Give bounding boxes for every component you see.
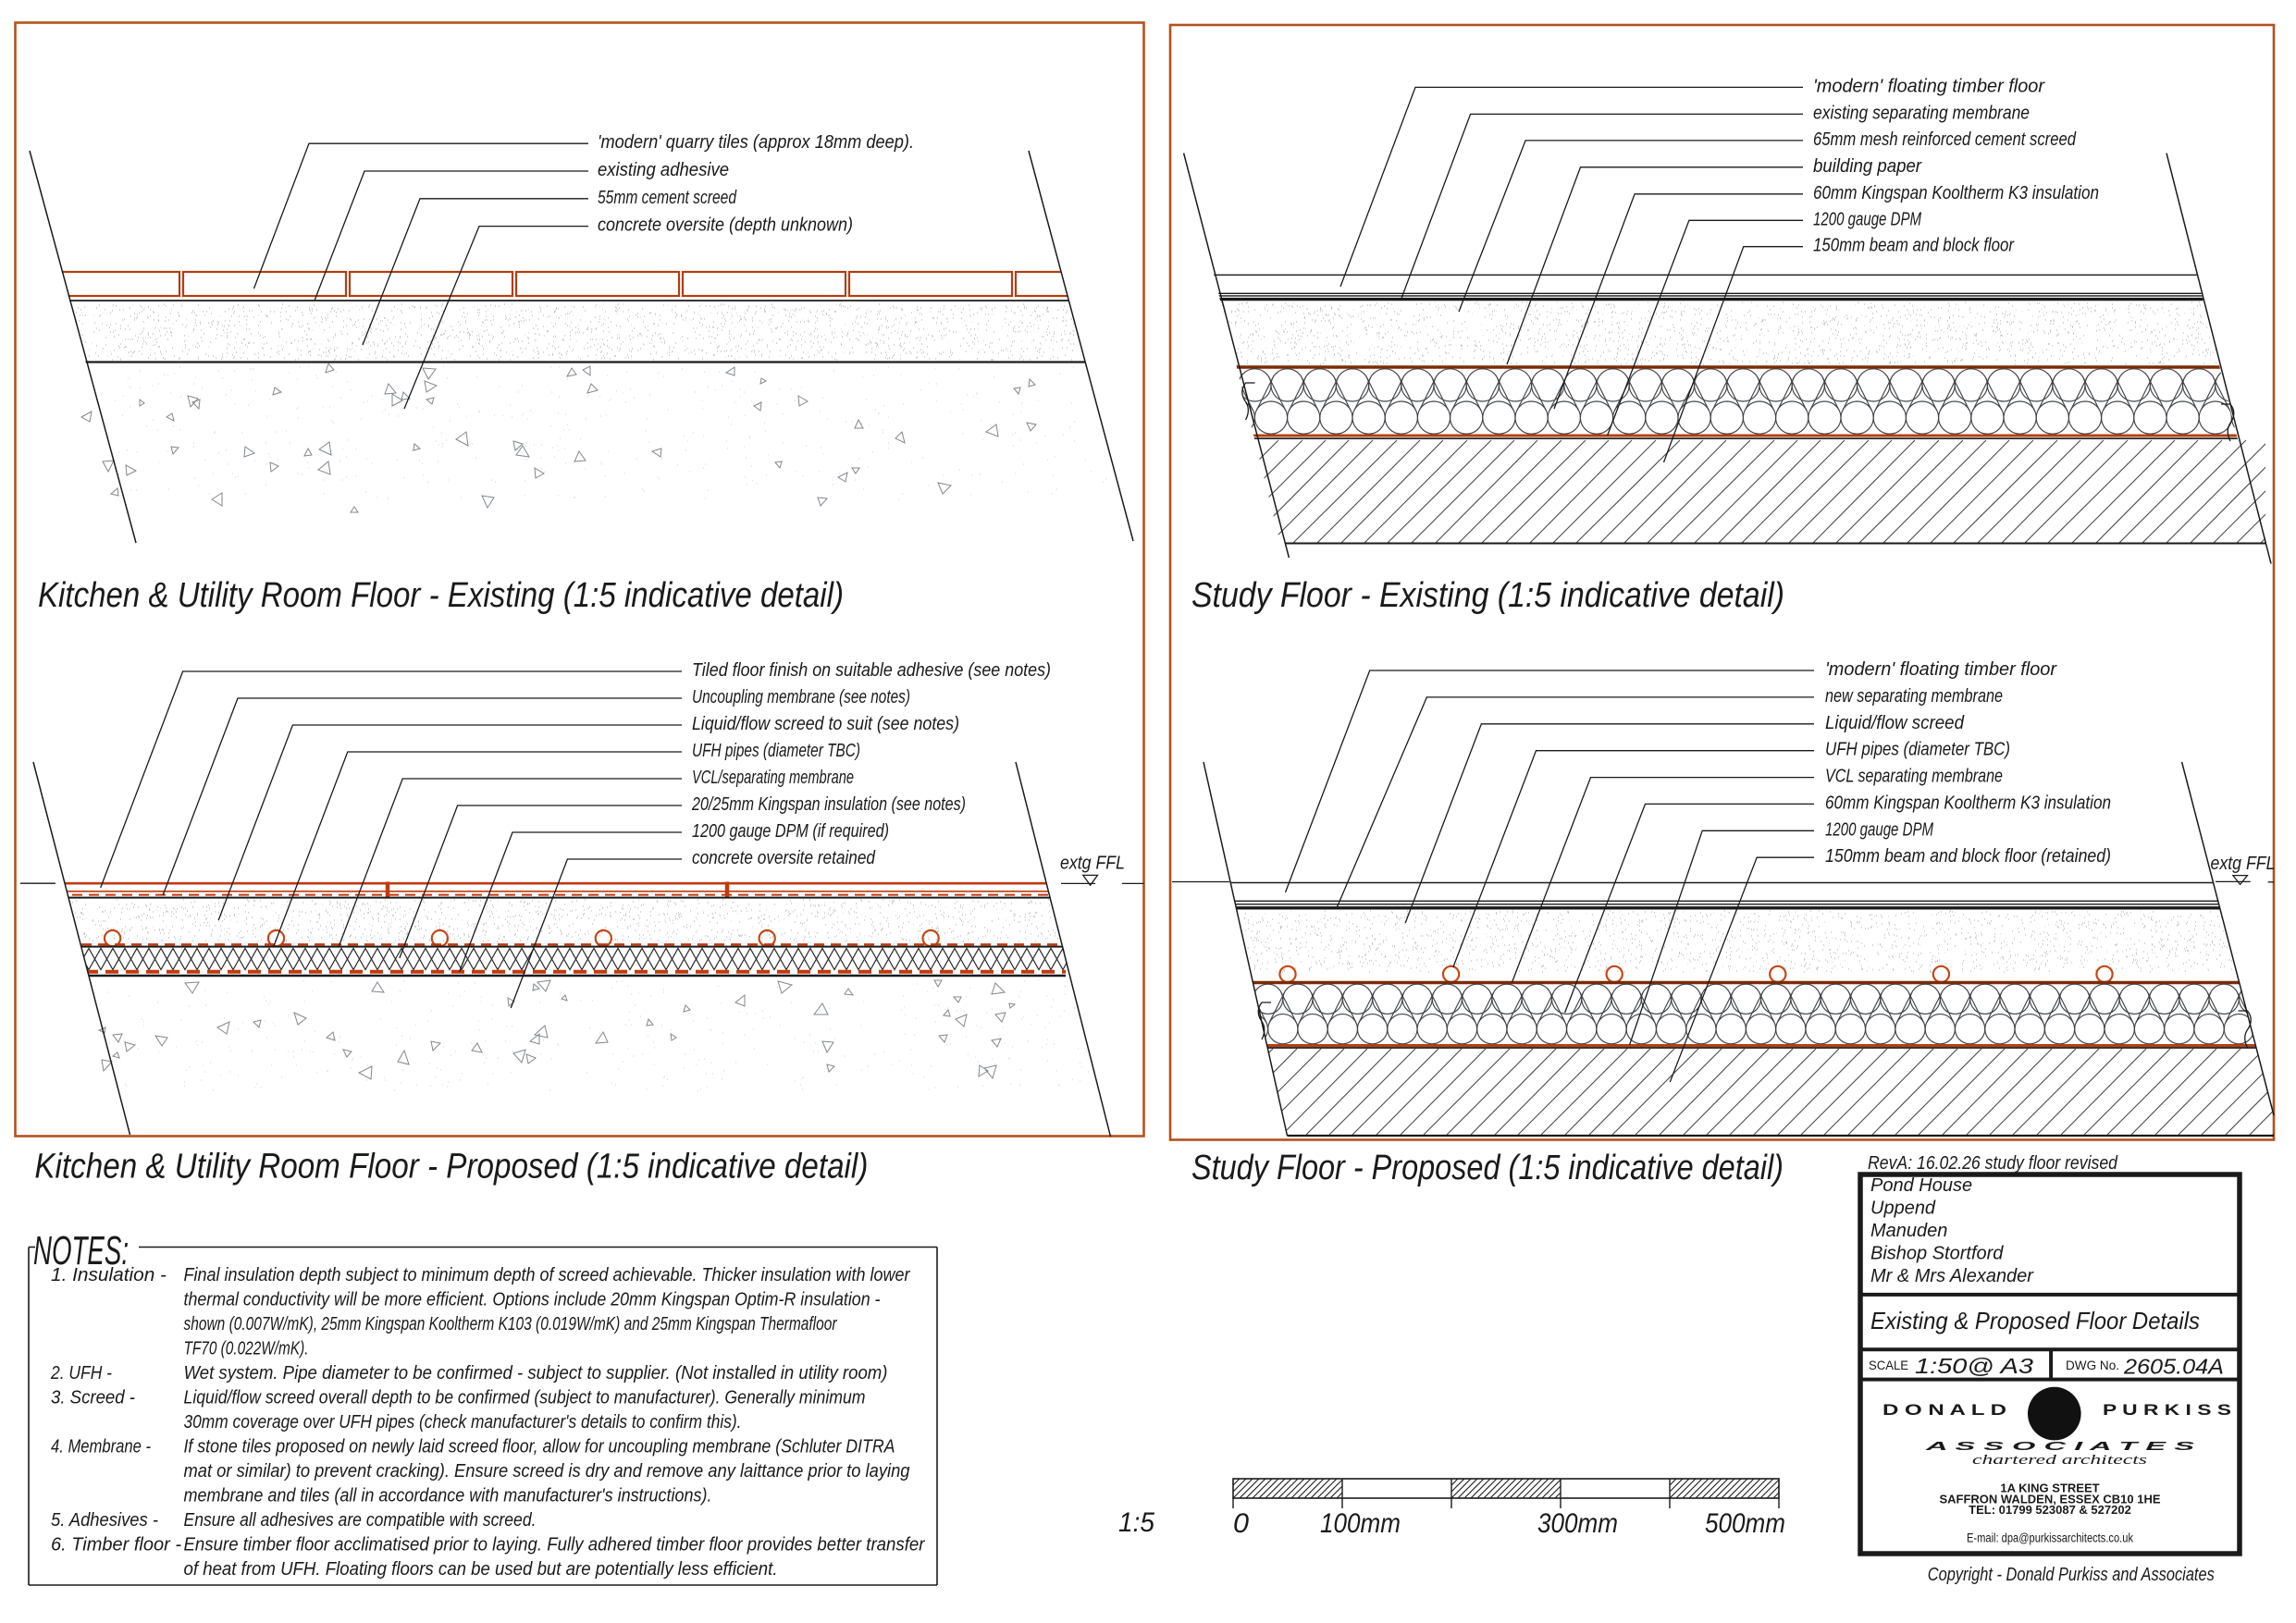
svg-text:Final insulation depth subject: Final insulation depth subject to minimu… <box>184 1265 911 1285</box>
svg-text:thermal conductivity will be m: thermal conductivity will be more effici… <box>184 1289 881 1309</box>
svg-text:0: 0 <box>1233 1508 1249 1539</box>
svg-text:If stone tiles proposed on new: If stone tiles proposed on newly laid sc… <box>184 1436 895 1457</box>
svg-text:A S S O C I A T E S: A S S O C I A T E S <box>1923 1439 2194 1453</box>
svg-text:2. UFH -: 2. UFH - <box>50 1363 112 1383</box>
svg-text:Ensure timber floor acclimatis: Ensure timber floor acclimatised prior t… <box>184 1534 926 1555</box>
svg-text:20/25mm Kingspan insulation (s: 20/25mm Kingspan insulation (see notes) <box>691 794 966 815</box>
svg-text:60mm Kingspan Kooltherm K3 ins: 60mm Kingspan Kooltherm K3 insulation <box>1813 183 2099 203</box>
svg-text:Manuden: Manuden <box>1870 1221 1947 1241</box>
svg-text:DWG No.: DWG No. <box>2066 1358 2119 1372</box>
svg-text:'modern' quarry tiles (approx: 'modern' quarry tiles (approx 18mm deep)… <box>598 132 914 153</box>
svg-text:Wet system. Pipe diameter to b: Wet system. Pipe diameter to be confirme… <box>184 1363 888 1383</box>
svg-text:D O N A L D: D O N A L D <box>1882 1401 2006 1419</box>
svg-text:Ensure all adhesives are compa: Ensure all adhesives are compatible with… <box>184 1510 537 1531</box>
svg-text:'modern' floating timber floor: 'modern' floating timber floor <box>1825 659 2057 680</box>
svg-text:RevA: 16.02.26 study floor rev: RevA: 16.02.26 study floor revised <box>1868 1153 2118 1174</box>
svg-text:existing separating membrane: existing separating membrane <box>1813 103 2030 123</box>
svg-text:Mr & Mrs Alexander: Mr & Mrs Alexander <box>1870 1266 2034 1286</box>
svg-text:UFH pipes (diameter TBC): UFH pipes (diameter TBC) <box>692 741 860 761</box>
svg-text:60mm Kingspan Kooltherm K3 ins: 60mm Kingspan Kooltherm K3 insulation <box>1825 793 2111 813</box>
svg-text:concrete oversite retained: concrete oversite retained <box>692 848 876 868</box>
svg-text:building paper: building paper <box>1813 156 1922 177</box>
svg-text:1:50@ A3: 1:50@ A3 <box>1915 1354 2033 1378</box>
svg-text:300mm: 300mm <box>1537 1508 1618 1539</box>
svg-text:1A KING STREET: 1A KING STREET <box>2000 1481 2099 1494</box>
svg-text:concrete oversite (depth unkno: concrete oversite (depth unknown) <box>598 215 853 236</box>
svg-text:TF70 (0.022W/mK).: TF70 (0.022W/mK). <box>184 1338 309 1359</box>
svg-text:VCL/separating membrane: VCL/separating membrane <box>692 768 854 788</box>
svg-text:Kitchen & Utility Room Floor -: Kitchen & Utility Room Floor - Proposed … <box>34 1148 868 1187</box>
svg-text:1200 gauge DPM: 1200 gauge DPM <box>1825 819 1933 840</box>
svg-text:1200 gauge DPM: 1200 gauge DPM <box>1813 209 1921 229</box>
svg-text:Liquid/flow screed overall dep: Liquid/flow screed overall depth to be c… <box>184 1387 866 1408</box>
svg-text:2605.04A: 2605.04A <box>2123 1355 2224 1379</box>
svg-text:Uncoupling membrane (see notes: Uncoupling membrane (see notes) <box>692 687 910 707</box>
svg-text:Tiled floor finish on suitable: Tiled floor finish on suitable adhesive … <box>692 660 1051 681</box>
svg-text:Liquid/flow screed: Liquid/flow screed <box>1825 713 1965 733</box>
svg-text:1200 gauge DPM (if required): 1200 gauge DPM (if required) <box>692 821 889 842</box>
svg-text:chartered architects: chartered architects <box>1972 1453 2147 1468</box>
svg-text:existing adhesive: existing adhesive <box>598 160 729 180</box>
svg-text:65mm mesh reinforced cement sc: 65mm mesh reinforced cement screed <box>1813 129 2077 150</box>
svg-text:mat or similar) to prevent cra: mat or similar) to prevent cracking). En… <box>184 1461 910 1482</box>
svg-text:NOTES:: NOTES: <box>33 1228 129 1273</box>
svg-text:1. Insulation -: 1. Insulation - <box>51 1265 167 1285</box>
svg-text:Copyright - Donald Purkiss and: Copyright - Donald Purkiss and Associate… <box>1928 1565 2215 1585</box>
svg-text:55mm cement screed: 55mm cement screed <box>598 188 737 208</box>
svg-text:Study Floor - Proposed (1:5 in: Study Floor - Proposed (1:5 indicative d… <box>1191 1149 1784 1187</box>
svg-text:SCALE: SCALE <box>1869 1358 1908 1372</box>
svg-text:Existing & Proposed Floor Deta: Existing & Proposed Floor Details <box>1870 1307 2200 1334</box>
svg-text:30mm coverage over UFH pipes (: 30mm coverage over UFH pipes (check manu… <box>184 1412 742 1432</box>
svg-text:Bishop Stortford: Bishop Stortford <box>1870 1244 2004 1264</box>
svg-text:5. Adhesives -: 5. Adhesives - <box>51 1510 158 1531</box>
svg-text:4. Membrane -: 4. Membrane - <box>51 1436 151 1457</box>
svg-text:150mm beam and block floor: 150mm beam and block floor <box>1813 236 2015 256</box>
svg-text:Pond House: Pond House <box>1870 1175 1972 1196</box>
svg-text:Study Floor - Existing (1:5 in: Study Floor - Existing (1:5 indicative d… <box>1191 576 1784 615</box>
svg-text:Kitchen & Utility Room Floor -: Kitchen & Utility Room Floor - Existing … <box>38 576 844 615</box>
svg-text:shown (0.007W/mK), 25mm Kingsp: shown (0.007W/mK), 25mm Kingspan Koolthe… <box>184 1314 838 1334</box>
svg-text:SAFFRON WALDEN, ESSEX CB10 1HE: SAFFRON WALDEN, ESSEX CB10 1HE <box>1939 1492 2160 1506</box>
svg-text:3. Screed -: 3. Screed - <box>51 1387 135 1408</box>
svg-text:6. Timber floor -: 6. Timber floor - <box>51 1534 181 1555</box>
svg-text:TEL: 01799 523087 & 527202: TEL: 01799 523087 & 527202 <box>1969 1503 2131 1517</box>
svg-text:of heat from UFH. Floating flo: of heat from UFH. Floating floors can be… <box>184 1559 778 1580</box>
svg-text:Uppend: Uppend <box>1870 1199 1936 1219</box>
svg-text:'modern' floating timber floor: 'modern' floating timber floor <box>1813 76 2045 96</box>
svg-text:P U R K I S S: P U R K I S S <box>2103 1401 2231 1419</box>
svg-text:UFH pipes (diameter TBC): UFH pipes (diameter TBC) <box>1825 740 2010 760</box>
svg-text:new separating membrane: new separating membrane <box>1825 686 2003 707</box>
svg-text:100mm: 100mm <box>1320 1508 1401 1539</box>
svg-text:extg FFL: extg FFL <box>1060 854 1125 874</box>
svg-text:500mm: 500mm <box>1705 1508 1785 1539</box>
svg-text:membrane and tiles (all in acc: membrane and tiles (all in accordance wi… <box>184 1485 712 1506</box>
svg-text:extg FFL: extg FFL <box>2211 854 2276 874</box>
svg-text:E-mail: dpa@purkissarchitects.: E-mail: dpa@purkissarchitects.co.uk <box>1967 1531 2133 1544</box>
svg-text:150mm beam and block floor (re: 150mm beam and block floor (retained) <box>1825 846 2111 867</box>
svg-text:VCL separating membrane: VCL separating membrane <box>1825 767 2003 787</box>
svg-text:Liquid/flow screed to suit (se: Liquid/flow screed to suit (see notes) <box>692 714 959 734</box>
svg-text:1:5: 1:5 <box>1118 1507 1154 1538</box>
